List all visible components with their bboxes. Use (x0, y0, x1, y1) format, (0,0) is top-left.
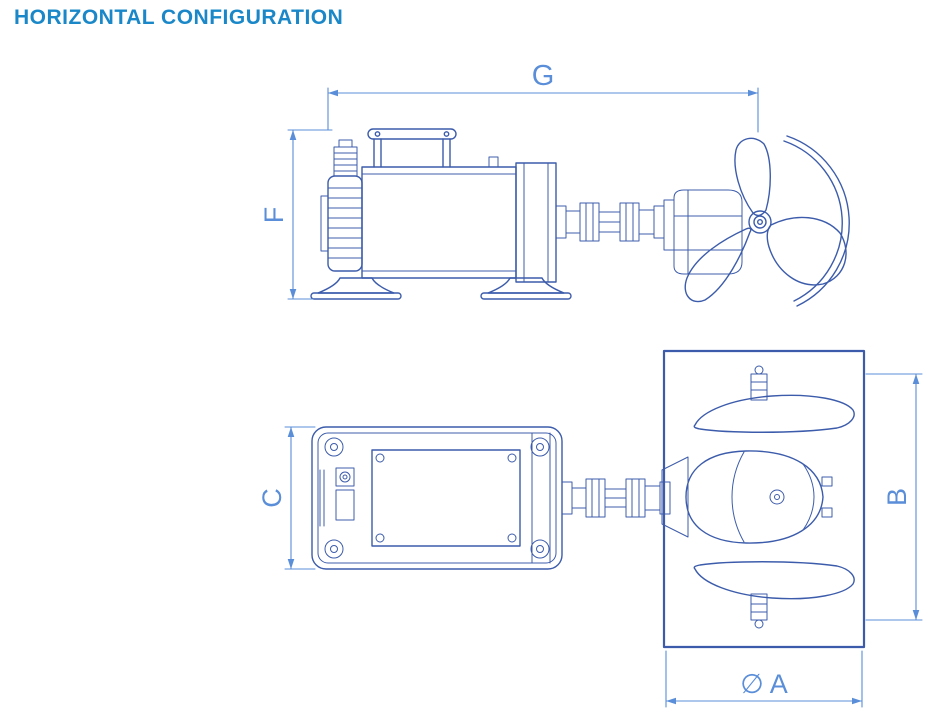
motor-body-side (320, 139, 557, 283)
gearbox-pod-side (663, 189, 743, 275)
mounting-board (662, 349, 866, 649)
motor-body-top (311, 426, 563, 570)
dimension-f: F (259, 129, 333, 300)
side-view (310, 128, 850, 307)
propeller-top (661, 365, 855, 629)
dimension-label-c: C (257, 488, 287, 508)
dimension-label-f: F (259, 207, 289, 224)
drive-coupling-top (561, 478, 671, 518)
mounting-feet (310, 277, 572, 300)
dimension-c: C (257, 426, 316, 570)
dimension-g: G (327, 60, 759, 133)
dimension-b: B (865, 373, 923, 621)
dimension-diameter-a: ∅ A (665, 650, 863, 708)
page-title: HORIZONTAL CONFIGURATION (14, 6, 344, 29)
drive-coupling-side (555, 202, 665, 242)
dimension-label-diameter-a: ∅ A (740, 669, 788, 699)
propeller-side (684, 137, 847, 303)
dimension-label-b: B (882, 488, 912, 506)
top-view (311, 349, 866, 649)
guard-ring-arc (783, 135, 850, 307)
carry-handle (367, 128, 457, 168)
dimension-label-g: G (532, 60, 555, 92)
